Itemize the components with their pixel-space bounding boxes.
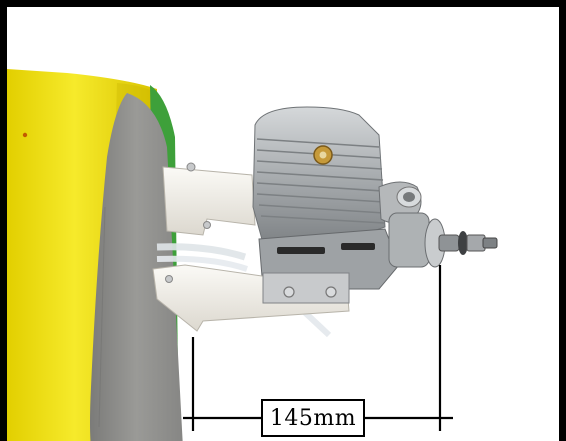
engine-photo xyxy=(7,69,498,441)
dimension-label: 145mm xyxy=(261,399,365,437)
lower-mount-bracket xyxy=(152,264,350,332)
dimension-marker xyxy=(183,265,453,431)
firewall xyxy=(90,85,183,441)
upper-mount-bracket xyxy=(162,162,256,236)
engine xyxy=(252,106,498,290)
